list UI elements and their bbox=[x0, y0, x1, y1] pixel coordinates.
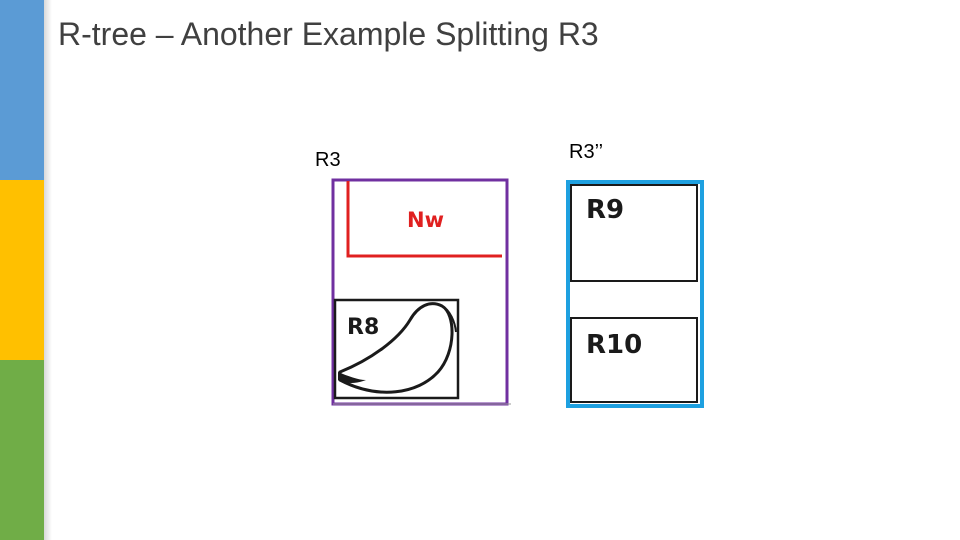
r8-curve-tail bbox=[441, 305, 457, 333]
sidebar-band-blue bbox=[0, 0, 44, 180]
nw-rect bbox=[346, 181, 502, 258]
r10-label: R10 bbox=[586, 330, 642, 360]
nw-label: Nw bbox=[407, 208, 444, 232]
r8-label: R8 bbox=[347, 315, 379, 340]
r3-double-prime-rect bbox=[566, 180, 704, 408]
sidebar-decoration bbox=[0, 0, 44, 540]
r3-double-prime-label: R3’’ bbox=[569, 141, 604, 163]
sidebar-shadow bbox=[44, 0, 52, 540]
sidebar-band-green bbox=[0, 360, 44, 540]
r8-curve-fill bbox=[338, 372, 366, 383]
r9-rect bbox=[570, 184, 698, 282]
r9-label: R9 bbox=[586, 195, 624, 225]
sidebar-band-yellow bbox=[0, 180, 44, 360]
r3-label: R3 bbox=[315, 149, 341, 171]
slide-title: R-tree – Another Example Splitting R3 bbox=[58, 16, 599, 52]
rtree-figure: Nw R8 R9 R10 bbox=[331, 178, 704, 408]
r8-rect bbox=[333, 298, 460, 400]
r10-rect bbox=[570, 317, 698, 403]
